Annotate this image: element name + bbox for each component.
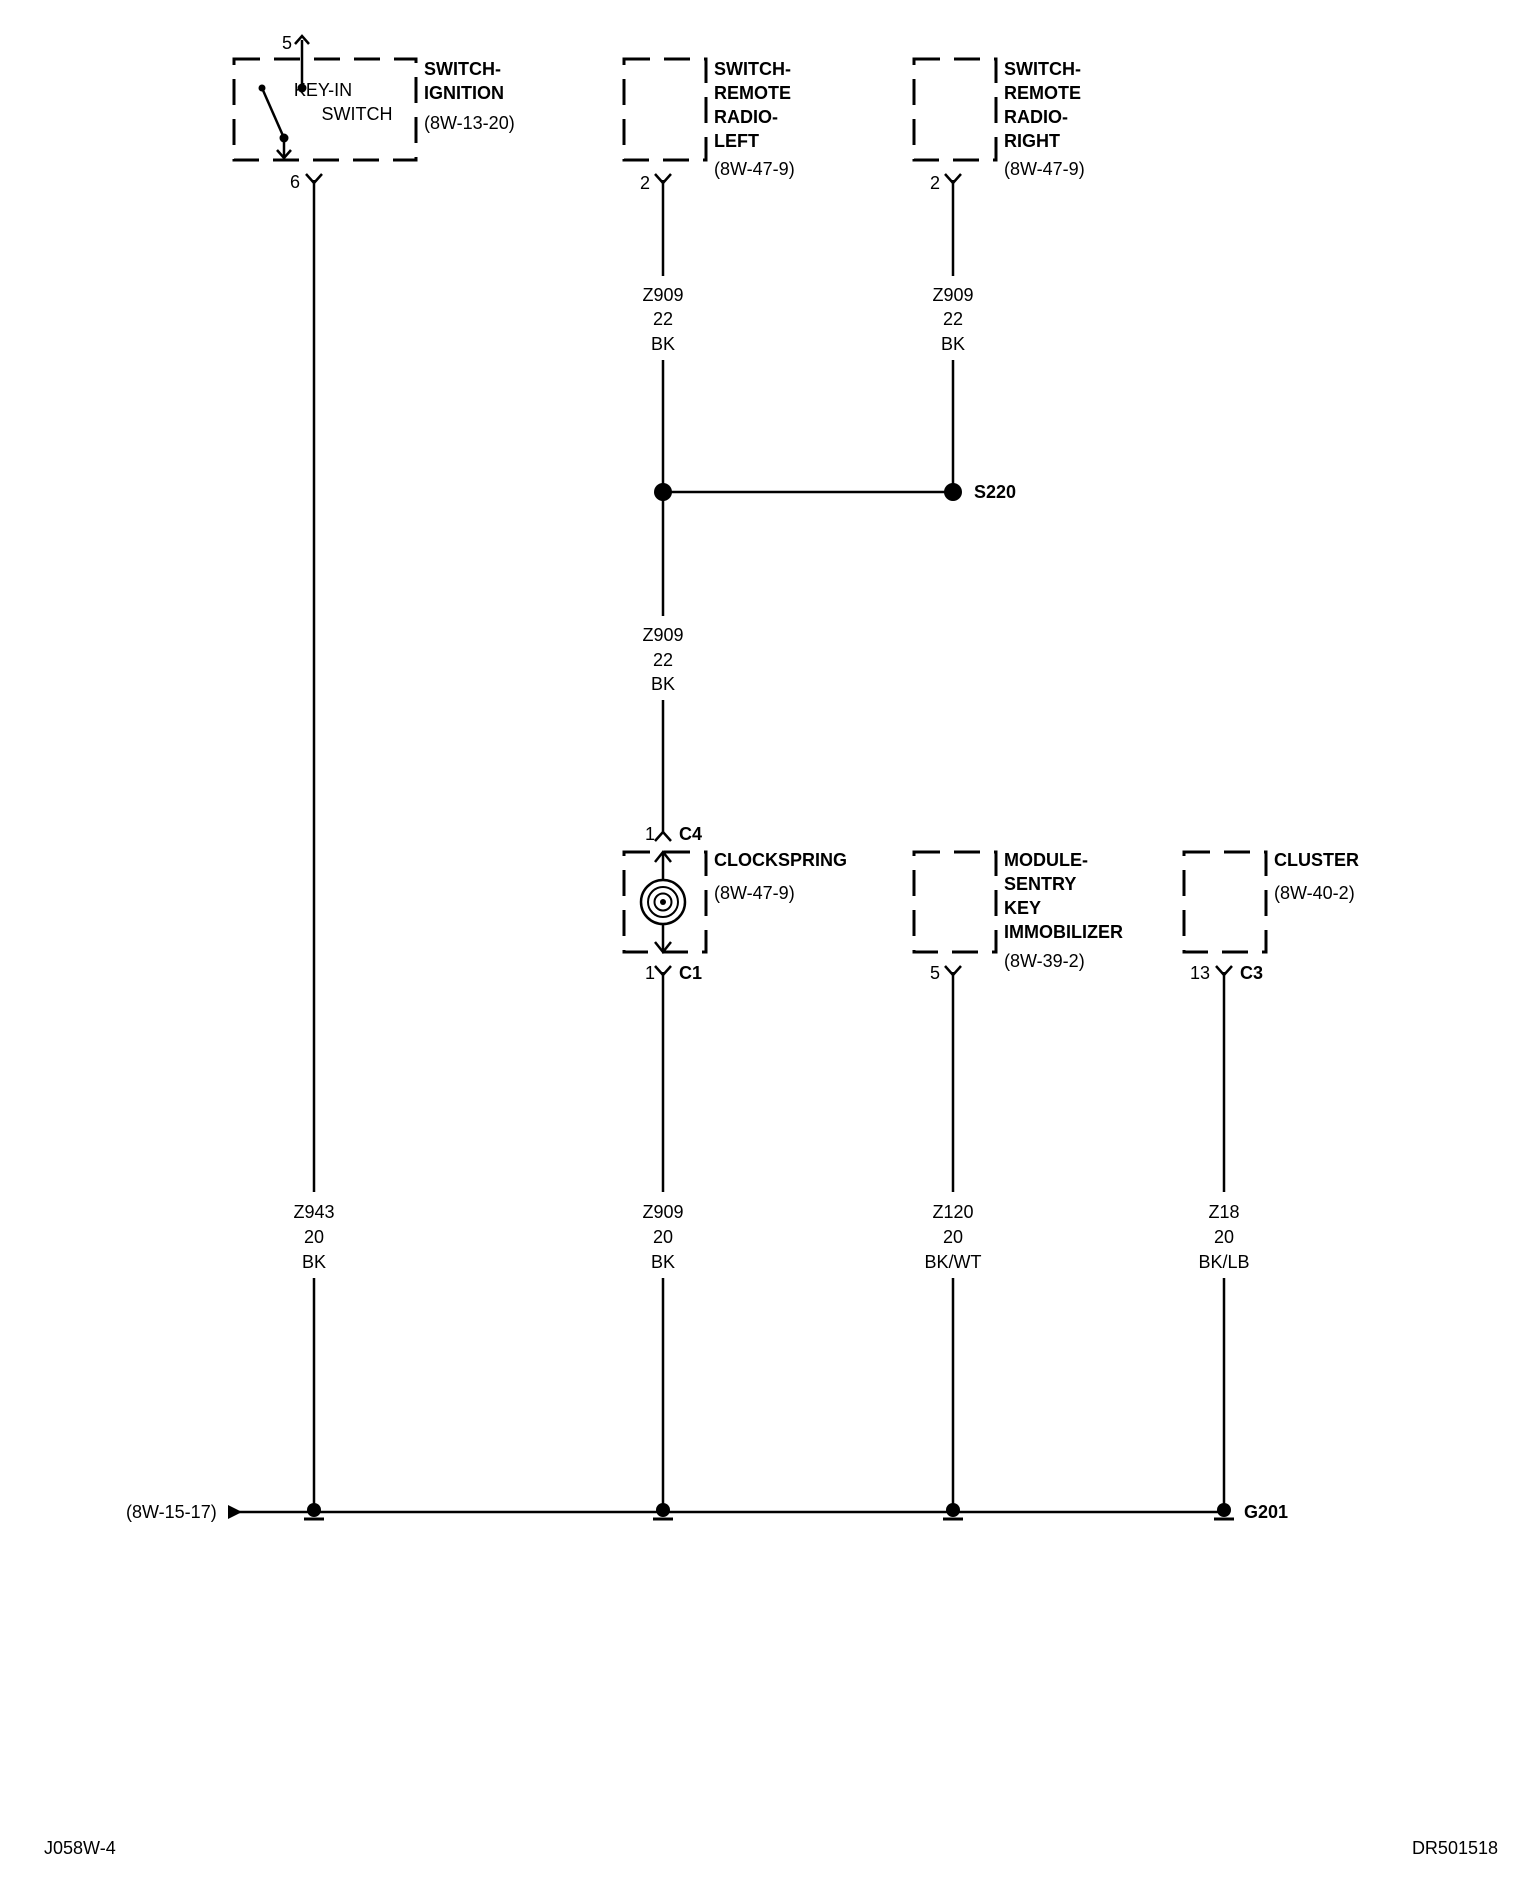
wire-radio-left-gauge: 22 [653, 309, 673, 329]
radio-right-title-3: RADIO- [1004, 107, 1068, 127]
clockspring-coil-center [660, 899, 666, 905]
clockspring-arrow-down-icon [654, 941, 672, 955]
ground-label: G201 [1244, 1502, 1288, 1522]
wire-splice-color: BK [651, 674, 675, 694]
clockspring-arrow-up-icon [654, 849, 672, 863]
wire-ignition-color: BK [302, 1252, 326, 1272]
wire-radio-right-color: BK [941, 334, 965, 354]
wire-ignition-circuit: Z943 [293, 1202, 334, 1222]
switch-remote-radio-right: SWITCH- REMOTE RADIO- RIGHT (8W-47-9) 2 [912, 57, 1085, 193]
switch-remote-radio-left: SWITCH- REMOTE RADIO- LEFT (8W-47-9) 2 [622, 57, 795, 193]
clockspring-pin-top: 1 [645, 824, 655, 844]
sentry-title-2: SENTRY [1004, 874, 1076, 894]
wire-splice-gauge: 22 [653, 650, 673, 670]
ignition-inner-label-1: KEY-IN [294, 80, 352, 100]
cluster-ref: (8W-40-2) [1274, 883, 1355, 903]
radio-right-box [912, 57, 998, 162]
cluster-box [1182, 850, 1268, 954]
ground-bus: (8W-15-17) G201 [126, 1502, 1288, 1522]
switch-pivot [258, 84, 266, 92]
wire-clockspring-gauge: 20 [653, 1227, 673, 1247]
radio-right-pin: 2 [930, 173, 940, 193]
radio-right-title-4: RIGHT [1004, 131, 1060, 151]
radio-right-ref: (8W-47-9) [1004, 159, 1085, 179]
module-sentry-key-immobilizer: MODULE- SENTRY KEY IMMOBILIZER (8W-39-2)… [912, 850, 1123, 983]
wire-cluster-circuit: Z18 [1208, 1202, 1239, 1222]
wire-radio-right-circuit: Z909 [932, 285, 973, 305]
ground-node-1 [304, 1503, 324, 1521]
wire-clockspring-circuit: Z909 [642, 1202, 683, 1222]
clockspring-conn-bottom: C1 [679, 963, 702, 983]
clockspring-box [622, 850, 708, 954]
ignition-inner-label-2: SWITCH [322, 104, 393, 124]
wire-clockspring-color: BK [651, 1252, 675, 1272]
sentry-title-1: MODULE- [1004, 850, 1088, 870]
wire-splice-circuit: Z909 [642, 625, 683, 645]
footer-right-code: DR501518 [1412, 1838, 1498, 1858]
wire-ignition-gauge: 20 [304, 1227, 324, 1247]
wire-cluster-gauge: 20 [1214, 1227, 1234, 1247]
cluster: CLUSTER (8W-40-2) 13 C3 [1182, 850, 1359, 983]
switch-contact-top [297, 83, 307, 93]
wire-sentry-color: BK/WT [925, 1252, 982, 1272]
radio-left-pin: 2 [640, 173, 650, 193]
cluster-title: CLUSTER [1274, 850, 1359, 870]
radio-left-title-1: SWITCH- [714, 59, 791, 79]
radio-left-ref: (8W-47-9) [714, 159, 795, 179]
ignition-ref: (8W-13-20) [424, 113, 515, 133]
footer-left-code: J058W-4 [44, 1838, 116, 1858]
radio-left-title-3: RADIO- [714, 107, 778, 127]
ground-node-3 [943, 1503, 963, 1521]
ignition-pin-bottom: 6 [290, 172, 300, 192]
wire-radio-right-gauge: 22 [943, 309, 963, 329]
splice-label: S220 [974, 482, 1016, 502]
clockspring-coil-ring-3 [653, 892, 673, 912]
clockspring-c4-connector-icon [654, 830, 672, 842]
radio-left-title-2: REMOTE [714, 83, 791, 103]
switch-blade [260, 87, 286, 139]
clockspring-conn-top: C4 [679, 824, 702, 844]
cluster-conn: C3 [1240, 963, 1263, 983]
wire-sentry-circuit: Z120 [932, 1202, 973, 1222]
cluster-pin: 13 [1190, 963, 1210, 983]
wire-radio-left-circuit: Z909 [642, 285, 683, 305]
sentry-title-3: KEY [1004, 898, 1041, 918]
radio-left-title-4: LEFT [714, 131, 759, 151]
sentry-title-4: IMMOBILIZER [1004, 922, 1123, 942]
pin-5-connector-icon [294, 34, 310, 45]
ignition-title-2: IGNITION [424, 83, 504, 103]
wire-sentry-gauge: 20 [943, 1227, 963, 1247]
ignition-switch: KEY-IN SWITCH 5 6 SWITCH- IGNITION (8W-1… [232, 33, 515, 192]
sentry-pin: 5 [930, 963, 940, 983]
clockspring: 1 C4 CLOCKSPRING (8W-47-9) 1 C1 [622, 824, 847, 983]
ground-ref: (8W-15-17) [126, 1502, 217, 1522]
radio-right-title-1: SWITCH- [1004, 59, 1081, 79]
clockspring-coil-ring-2 [647, 886, 679, 918]
ignition-title-1: SWITCH- [424, 59, 501, 79]
switch-arrow-icon [276, 149, 292, 160]
ignition-pin-top: 5 [282, 33, 292, 53]
ignition-switch-box [232, 57, 418, 162]
sentry-box [912, 850, 998, 954]
ground-node-2 [653, 1503, 673, 1521]
sentry-ref: (8W-39-2) [1004, 951, 1085, 971]
clockspring-title: CLOCKSPRING [714, 850, 847, 870]
wire-radio-left-color: BK [651, 334, 675, 354]
splice-node-right [944, 483, 962, 501]
radio-left-box [622, 57, 708, 162]
wire-cluster-color: BK/LB [1198, 1252, 1249, 1272]
clockspring-pin-bottom: 1 [645, 963, 655, 983]
clockspring-ref: (8W-47-9) [714, 883, 795, 903]
radio-right-title-2: REMOTE [1004, 83, 1081, 103]
ground-node-4 [1214, 1503, 1234, 1521]
